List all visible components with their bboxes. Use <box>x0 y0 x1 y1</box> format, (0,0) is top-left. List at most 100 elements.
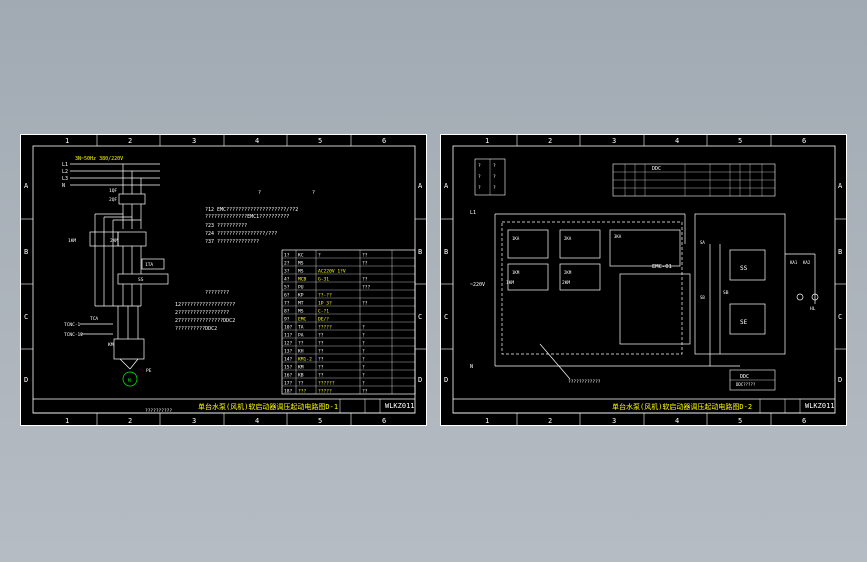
table-cell: ?? <box>362 260 368 266</box>
row-letter-a-right: A <box>418 182 423 190</box>
mid-note-4: ??????????DDC2 <box>175 326 217 332</box>
box-label-sa: SA <box>700 240 705 245</box>
table-cell: ? <box>362 340 365 346</box>
table-cell: MS <box>298 268 304 274</box>
row-letter-d-right: D <box>418 376 422 384</box>
col-num-1-bottom: 1 <box>65 417 69 425</box>
sheet-2-title: 单台水泵(风机)软启动器调压起动电路图D-2 <box>612 402 752 411</box>
table-cell: PA <box>298 332 304 338</box>
s2-row-letter-b-right: B <box>838 248 842 256</box>
ddc-header-table: DDC <box>612 163 776 197</box>
table-cell: MS <box>298 308 304 314</box>
s2-col-num-5-bottom: 5 <box>738 417 742 425</box>
table-cell: ?? <box>362 252 368 258</box>
meter-km: KM <box>108 342 114 348</box>
mid-note: ???????? <box>205 290 229 296</box>
inner-border-2 <box>452 145 836 414</box>
table-cell: PU <box>298 284 304 290</box>
note-3: ?23 ?????????? <box>205 223 247 229</box>
legend-mark-5: ? <box>478 185 481 191</box>
s2-col-num-5: 5 <box>738 137 742 145</box>
table-cell: 9? <box>284 316 290 322</box>
table-cell: 2? <box>284 260 290 266</box>
table-cell: ?? <box>318 364 324 370</box>
table-cell: 18? <box>284 388 293 394</box>
sheet-1-title: 单台水泵(风机)软启动器调压起动电路图D-1 <box>198 402 338 411</box>
s2-col-num-2-bottom: 2 <box>548 417 552 425</box>
table-cell: 7? <box>284 300 290 306</box>
table-cell: 6? <box>284 292 290 298</box>
branch-wiring <box>80 164 169 387</box>
ddc2-label: DDC????? <box>736 382 756 387</box>
table-cell: TA <box>298 324 304 330</box>
mid-note-3: 27??????????????DDC2 <box>175 318 235 324</box>
s2-col-num-4: 4 <box>675 137 679 145</box>
col-num-4: 4 <box>255 137 259 145</box>
note-2: ??????????????EMC1?????????? <box>205 214 289 220</box>
s2-row-letter-a: A <box>444 182 449 190</box>
box-label-2ka: 2KA <box>564 236 572 241</box>
col-num-3-bottom: 3 <box>192 417 196 425</box>
inner-border <box>32 145 416 414</box>
col-num-5: 5 <box>318 137 322 145</box>
table-cell: ? <box>362 364 365 370</box>
table-cell: MT <box>298 300 304 306</box>
sheet-1-left-note: ?????????? <box>145 408 172 414</box>
meter-tcnc-12: TCNC-12 <box>64 332 83 338</box>
sb-label: SB <box>723 290 729 296</box>
mid-note-1: 12?????????????????? <box>175 302 235 308</box>
table-cell: MCB <box>298 276 307 282</box>
control-wiring <box>494 213 819 380</box>
mid-note-2: 2????????????????? <box>175 310 229 316</box>
table-cell: ? <box>362 372 365 378</box>
top-mark-2: ? <box>312 190 315 196</box>
box-label-3ka: 3KA <box>614 234 622 239</box>
table-cell: G-31 <box>318 276 329 282</box>
table-cell: ????? <box>318 388 332 394</box>
s2-col-num-3-bottom: 3 <box>612 417 616 425</box>
phase-l1: L1 <box>62 162 68 168</box>
meter-tcnc-1: TCNC-1 <box>64 322 81 328</box>
col-num-6-bottom: 6 <box>382 417 386 425</box>
s2-col-num-4-bottom: 4 <box>675 417 679 425</box>
phase-n: N <box>62 183 65 189</box>
outer-border-2 <box>440 134 847 426</box>
table-cell: EMC <box>298 316 307 322</box>
box-label-2km: 2KM <box>564 270 572 275</box>
s2-col-num-3: 3 <box>612 137 616 145</box>
table-cell: KH <box>298 348 304 354</box>
table-cell: MS <box>298 260 304 266</box>
phase-l2: L2 <box>62 169 68 175</box>
s2-row-letter-d-right: D <box>838 376 842 384</box>
km1-label: 1KM <box>506 280 514 286</box>
row-letter-d: D <box>24 376 28 384</box>
box-label-sb: SB <box>700 295 705 300</box>
bottom-note: ???????????? <box>568 379 601 385</box>
table-cell: 10? <box>284 324 293 330</box>
s2-row-letter-c-right: C <box>838 313 842 321</box>
emc-label: EMC-01 <box>652 264 672 270</box>
table-cell: ?? <box>318 332 324 338</box>
box-label-ka1: KA1 <box>790 260 798 265</box>
table-cell: ? <box>362 348 365 354</box>
se-label: SE <box>740 319 748 326</box>
table-cell: 11? <box>284 332 293 338</box>
s2-col-num-6-bottom: 6 <box>802 417 806 425</box>
legend-mark-2: ? <box>493 163 496 169</box>
table-cell: 5? <box>284 284 290 290</box>
table-cell: ?? <box>362 300 368 306</box>
title-block-1: 单台水泵(风机)软启动器调压起动电路图D-1 WLKZ011 ?????????… <box>33 398 415 414</box>
pe-label: PE <box>146 368 152 374</box>
col-num-3: 3 <box>192 137 196 145</box>
breaker-2qf: 2QF <box>109 197 117 203</box>
box-label-1ka: 1KA <box>512 236 520 241</box>
table-cell: 14? <box>284 356 293 362</box>
legend-mark-4: ? <box>493 174 496 180</box>
table-cell: ? <box>362 324 365 330</box>
table-cell: ?? <box>362 388 368 394</box>
sheet-1-svg: 1 2 3 4 5 6 1 2 3 4 5 6 A B C D A B C D … <box>20 134 427 426</box>
sheet-2-svg: 1 2 3 4 5 6 1 2 3 4 5 6 A B C D A B C D … <box>440 134 847 426</box>
drawing-sheet-1: 1 2 3 4 5 6 1 2 3 4 5 6 A B C D A B C D … <box>20 134 427 426</box>
table-cell: ?? <box>298 340 304 346</box>
table-cell: 16? <box>284 372 293 378</box>
